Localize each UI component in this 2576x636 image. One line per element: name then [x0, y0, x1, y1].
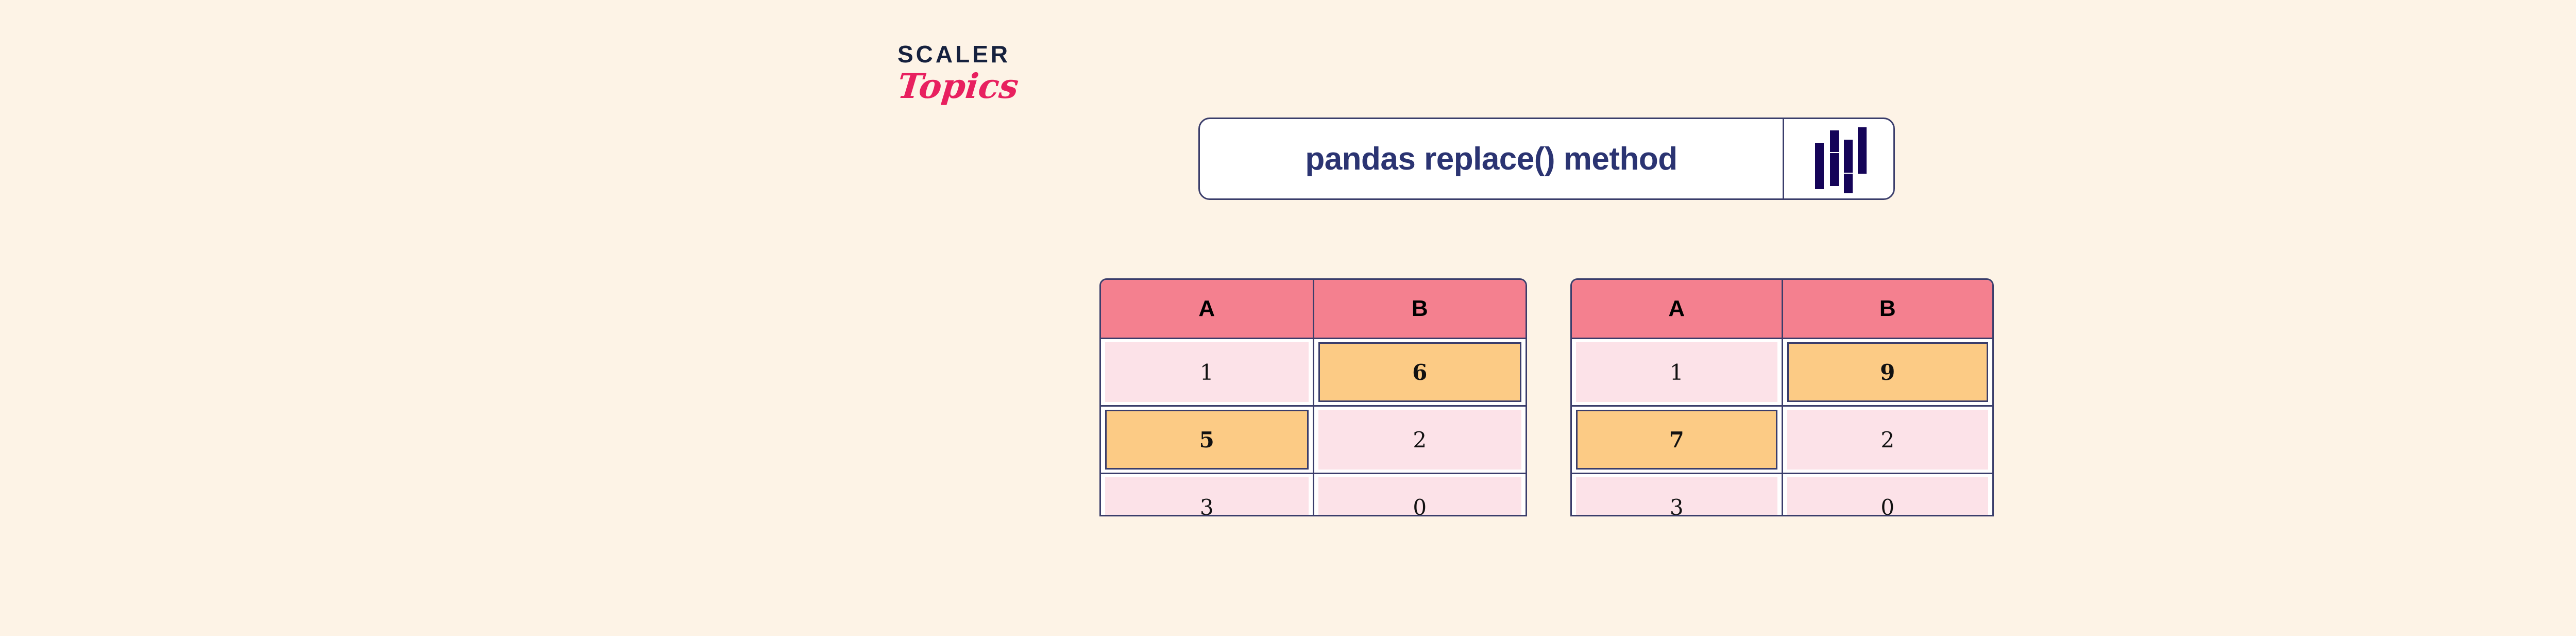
table-cell-b-2: 0	[1312, 473, 1526, 515]
logo-topics-text: Topics	[895, 66, 1021, 106]
table-row: 3 0	[1572, 473, 1992, 515]
table-header-row: A B	[1572, 280, 1992, 339]
title-banner-icon-cell	[1784, 119, 1893, 198]
cell-value: 1	[1576, 342, 1777, 402]
pandas-bar-3	[1830, 164, 1839, 186]
cell-value: 3	[1105, 477, 1309, 515]
cell-value: 2	[1318, 410, 1521, 470]
cell-value: 3	[1576, 477, 1777, 515]
table-header-row: A B	[1101, 280, 1526, 339]
dataframe-table-after: A B 1 9 7 2	[1570, 278, 1994, 516]
table-cell-b-0: 6	[1312, 338, 1526, 407]
table-before: A B 1 6 5 2	[1101, 280, 1526, 515]
column-header-b: B	[1781, 280, 1992, 339]
pandas-accent-yellow	[1830, 153, 1839, 164]
table-cell-b-1: 2	[1781, 406, 1992, 474]
title-banner-text-cell: pandas replace() method	[1200, 119, 1783, 198]
table-row: 1 6	[1101, 338, 1526, 407]
pandas-bar-2	[1830, 130, 1839, 152]
table-cell-b-0: 9	[1781, 338, 1992, 407]
pandas-accent-pink	[1844, 161, 1853, 173]
logo-scaler-text: SCALER	[897, 41, 1011, 68]
scaler-topics-logo: SCALER Topics	[895, 41, 1052, 120]
table-before-body: 1 6 5 2 3 0	[1101, 338, 1526, 515]
cell-value: 0	[1318, 477, 1521, 515]
table-cell-b-1: 2	[1312, 406, 1526, 474]
table-cell-a-2: 3	[1101, 473, 1313, 515]
cell-value-highlighted: 5	[1105, 410, 1309, 470]
column-header-a: A	[1572, 280, 1782, 339]
table-cell-a-1: 7	[1572, 406, 1782, 474]
pandas-bar-4	[1844, 140, 1853, 161]
dataframe-table-before: A B 1 6 5 2	[1099, 278, 1527, 516]
cell-value-highlighted: 7	[1576, 410, 1777, 470]
cell-value: 0	[1787, 477, 1988, 515]
cell-value-highlighted: 6	[1318, 342, 1521, 402]
cell-value: 1	[1105, 342, 1309, 402]
cell-value: 2	[1787, 410, 1988, 470]
table-row: 3 0	[1101, 473, 1526, 515]
column-header-b: B	[1312, 280, 1526, 339]
pandas-logo-icon	[1814, 127, 1867, 193]
table-cell-b-2: 0	[1781, 473, 1992, 515]
column-header-a: A	[1101, 280, 1313, 339]
table-cell-a-0: 1	[1101, 338, 1313, 407]
pandas-bar-1	[1815, 143, 1824, 189]
table-row: 1 9	[1572, 338, 1992, 407]
title-banner-divider	[1783, 119, 1784, 198]
table-before-head: A B	[1101, 280, 1526, 339]
table-row: 5 2	[1101, 406, 1526, 474]
table-row: 7 2	[1572, 406, 1992, 474]
table-after: A B 1 9 7 2	[1572, 280, 1992, 515]
cell-value-highlighted: 9	[1787, 342, 1988, 402]
pandas-bar-6	[1858, 127, 1867, 174]
title-banner: pandas replace() method	[1198, 118, 1895, 200]
table-after-head: A B	[1572, 280, 1992, 339]
table-cell-a-2: 3	[1572, 473, 1782, 515]
table-cell-a-1: 5	[1101, 406, 1313, 474]
page-title: pandas replace() method	[1305, 141, 1677, 177]
table-cell-a-0: 1	[1572, 338, 1782, 407]
table-after-body: 1 9 7 2 3 0	[1572, 338, 1992, 515]
pandas-bar-5	[1844, 174, 1853, 193]
